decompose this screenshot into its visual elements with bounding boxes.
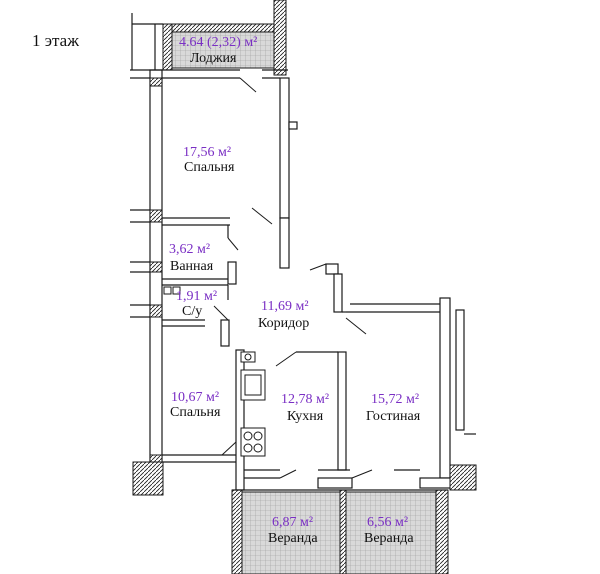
corridor-name: Коридор: [258, 316, 309, 331]
wc-name: С/у: [182, 304, 202, 319]
kitchen-right-wall: [337, 351, 347, 471]
loggia-name: Лоджия: [190, 51, 237, 66]
bathroom-walls: [162, 225, 239, 347]
veranda1-area: 6,87 м²: [272, 515, 313, 530]
bedroom1-walls: [162, 69, 298, 269]
bedroom2-area: 10,67 м²: [171, 390, 219, 405]
veranda1-name: Веранда: [268, 531, 318, 546]
veranda2-name: Веранда: [364, 531, 414, 546]
bathroom-area: 3,62 м²: [169, 242, 210, 257]
left-walls: [130, 69, 164, 496]
living-area: 15,72 м²: [371, 392, 419, 407]
loggia-hatch-right: [273, 0, 287, 76]
bedroom1-name: Спальня: [184, 160, 235, 175]
veranda2-floor: [345, 491, 439, 574]
room-labels: 4.64 (2,32) м² Лоджия 17,56 м² Спальня 3…: [169, 35, 421, 546]
bathroom-name: Ванная: [170, 259, 214, 274]
loggia-hatch-left: [162, 23, 173, 71]
left-wall: [149, 69, 163, 486]
living-name: Гостиная: [366, 409, 421, 424]
bedroom2-name: Спальня: [170, 405, 221, 420]
verandas: [231, 489, 449, 574]
bedroom2-walls: [162, 441, 240, 463]
loggia-area: 4.64 (2,32) м²: [179, 35, 257, 50]
floor-label: 1 этаж: [32, 31, 79, 50]
kitchen-name: Кухня: [287, 409, 324, 424]
corridor-walls: [309, 263, 476, 479]
bedroom1-right-wall: [279, 77, 290, 219]
corridor-area: 11,69 м²: [261, 299, 309, 314]
bedroom1-area: 17,56 м²: [183, 145, 231, 160]
veranda1-floor: [241, 491, 343, 574]
living-right-wall: [439, 297, 451, 479]
bottom-walls: [244, 464, 477, 491]
wc-area: 1,91 м²: [176, 289, 217, 304]
veranda2-area: 6,56 м²: [367, 515, 408, 530]
kitchen-area: 12,78 м²: [281, 392, 329, 407]
stove: [240, 427, 266, 457]
loggia: [131, 0, 287, 76]
